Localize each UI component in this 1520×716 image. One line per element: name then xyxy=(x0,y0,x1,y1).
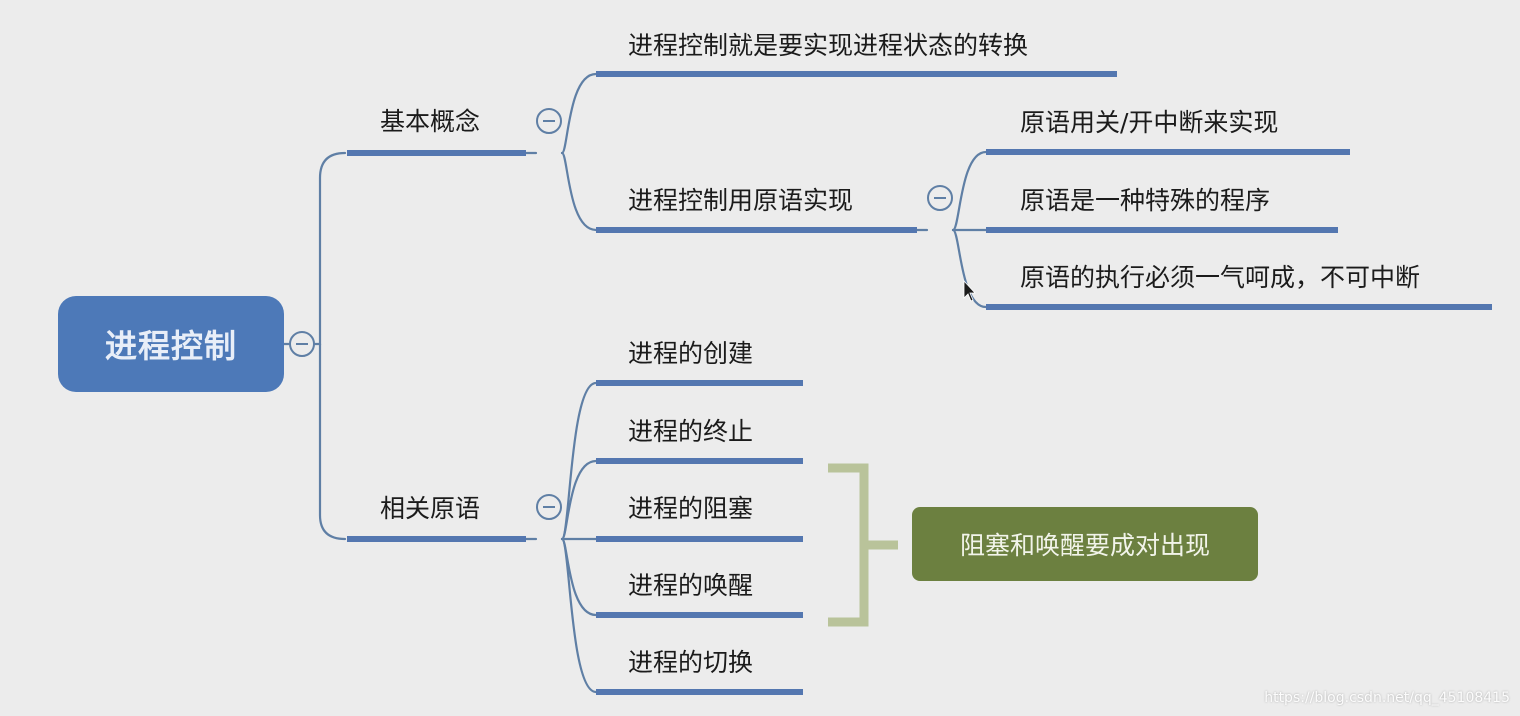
collapse-root-button[interactable] xyxy=(289,331,315,357)
node-state-transition[interactable]: 进程控制就是要实现进程状态的转换 xyxy=(628,31,1029,60)
connector-basic-to-child-2 xyxy=(560,151,598,232)
node-process-terminate[interactable]: 进程的终止 xyxy=(628,417,754,446)
node-process-create[interactable]: 进程的创建 xyxy=(628,339,754,368)
connector-impl-to-leaf-3 xyxy=(951,228,988,309)
connector-impl-to-leaf-1 xyxy=(951,150,988,232)
root-label: 进程控制 xyxy=(104,327,237,365)
node-process-block[interactable]: 进程的阻塞 xyxy=(628,494,754,523)
connector-primitives-to-4 xyxy=(560,537,598,617)
mouse-cursor-icon xyxy=(963,279,976,302)
collapse-basic-concept-button[interactable] xyxy=(536,108,562,134)
connector-root-to-basic xyxy=(311,151,347,346)
node-interrupt-toggle[interactable]: 原语用关/开中断来实现 xyxy=(1020,108,1279,137)
root-node[interactable]: 进程控制 xyxy=(58,296,284,392)
branch-label-basic-concept[interactable]: 基本概念 xyxy=(380,107,481,136)
node-primitive-implementation[interactable]: 进程控制用原语实现 xyxy=(628,186,854,215)
branch-label-related-primitives[interactable]: 相关原语 xyxy=(380,494,481,523)
pairing-note[interactable]: 阻塞和唤醒要成对出现 xyxy=(912,507,1258,581)
pairing-note-label: 阻塞和唤醒要成对出现 xyxy=(959,531,1210,560)
pair-bracket xyxy=(828,463,898,627)
node-process-switch[interactable]: 进程的切换 xyxy=(628,648,754,677)
connector-root-to-primitives xyxy=(318,342,347,541)
node-special-program[interactable]: 原语是一种特殊的程序 xyxy=(1020,186,1271,215)
connector-basic-to-child-1 xyxy=(560,72,598,155)
connector-primitives-to-5 xyxy=(560,537,598,694)
node-process-wakeup[interactable]: 进程的唤醒 xyxy=(628,571,754,600)
watermark: https://blog.csdn.net/qq_45108415 xyxy=(1264,690,1510,706)
collapse-primitive-implementation-button[interactable] xyxy=(927,185,953,211)
node-atomic-execution[interactable]: 原语的执行必须一气呵成，不可中断 xyxy=(1020,263,1421,292)
collapse-related-primitives-button[interactable] xyxy=(536,494,562,520)
connector-primitives-to-2 xyxy=(560,459,598,541)
